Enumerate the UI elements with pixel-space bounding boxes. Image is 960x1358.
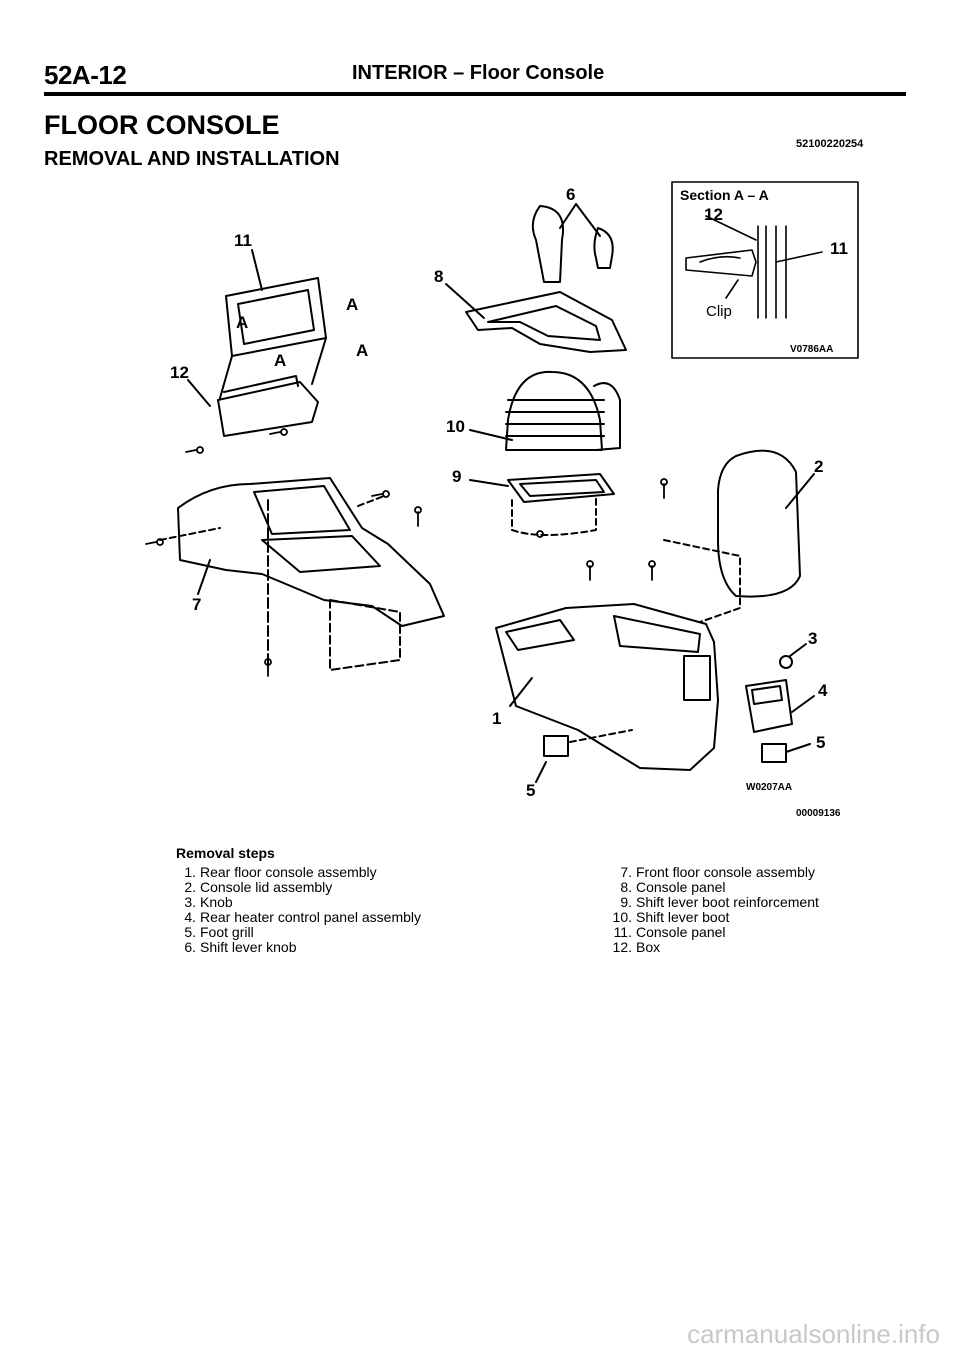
- foot-grill-part: [535, 729, 811, 783]
- inset-code: V0786AA: [790, 344, 833, 355]
- callout-4: 4: [818, 681, 828, 700]
- front-floor-console-part: [159, 477, 445, 671]
- list-item: 9.Shift lever boot reinforcement: [620, 894, 819, 910]
- section-inset-drawing: [685, 215, 823, 319]
- boot-reinforcement-part: [469, 473, 615, 536]
- figure-code-inner: W0207AA: [746, 782, 792, 793]
- callout-1: 1: [492, 709, 501, 728]
- section-markers: A A A A: [236, 295, 368, 370]
- callout-2: 2: [814, 457, 823, 476]
- callout-11: 11: [234, 231, 252, 250]
- screw-icons: [145, 428, 668, 677]
- list-item: 8.Console panel: [620, 879, 726, 895]
- callout-6: 6: [566, 185, 575, 204]
- page-title: FLOOR CONSOLE: [44, 110, 280, 140]
- page-subtitle: REMOVAL AND INSTALLATION: [44, 148, 340, 170]
- console-panel-part: [445, 283, 627, 353]
- list-item: 2.Console lid assembly: [184, 879, 333, 895]
- callout-5: 5: [816, 733, 825, 752]
- section-label: Section A – A: [680, 187, 769, 203]
- callout-11-inset: 11: [830, 239, 848, 258]
- list-item: 11.Console panel: [613, 924, 726, 940]
- list-item: 4.Rear heater control panel assembly: [184, 909, 422, 925]
- box-and-panel-part: [187, 249, 327, 437]
- exploded-diagram: A A A A 12 11 11 12 6 8 10 9 7 2 3 4 5 5…: [145, 181, 859, 800]
- header-rule: [44, 92, 906, 96]
- callout-12: 12: [170, 363, 189, 382]
- figure-code: 00009136: [796, 808, 841, 819]
- watermark: carmanualsonline.info: [687, 1319, 940, 1349]
- callout-3: 3: [808, 629, 817, 648]
- list-item: 5.Foot grill: [184, 924, 254, 940]
- section-mark: A: [356, 341, 368, 360]
- knob-part: [779, 643, 807, 669]
- section-mark: A: [236, 313, 248, 332]
- shift-lever-knob-part: [531, 203, 614, 283]
- callout-10: 10: [446, 417, 465, 436]
- callout-9: 9: [452, 467, 461, 486]
- list-item: 6.Shift lever knob: [184, 939, 297, 955]
- removal-steps-right: 7.Front floor console assembly 8.Console…: [612, 865, 819, 955]
- list-item: 1.Rear floor console assembly: [184, 864, 377, 880]
- list-item: 3.Knob: [184, 894, 233, 910]
- clip-label: Clip: [706, 303, 732, 320]
- list-item: 7.Front floor console assembly: [620, 864, 815, 880]
- page-number: 52A-12: [44, 60, 127, 90]
- shift-lever-boot-part: [469, 370, 621, 451]
- console-lid-part: [663, 449, 815, 623]
- section-mark: A: [346, 295, 358, 314]
- removal-steps-heading: Removal steps: [176, 845, 275, 861]
- section-inset-frame: [671, 181, 859, 359]
- callout-7: 7: [192, 595, 201, 614]
- list-item: 10.Shift lever boot: [612, 909, 730, 925]
- callout-12-inset: 12: [704, 205, 723, 224]
- removal-steps-left: 1.Rear floor console assembly 2.Console …: [176, 865, 421, 955]
- list-item: 12.Box: [612, 939, 661, 955]
- callout-8: 8: [434, 267, 443, 286]
- callout-5: 5: [526, 781, 535, 800]
- heater-control-panel-part: [745, 679, 815, 733]
- document-code: 52100220254: [796, 138, 864, 150]
- section-mark: A: [274, 351, 286, 370]
- rear-floor-console-part: [495, 603, 719, 771]
- section-title: INTERIOR – Floor Console: [352, 62, 605, 84]
